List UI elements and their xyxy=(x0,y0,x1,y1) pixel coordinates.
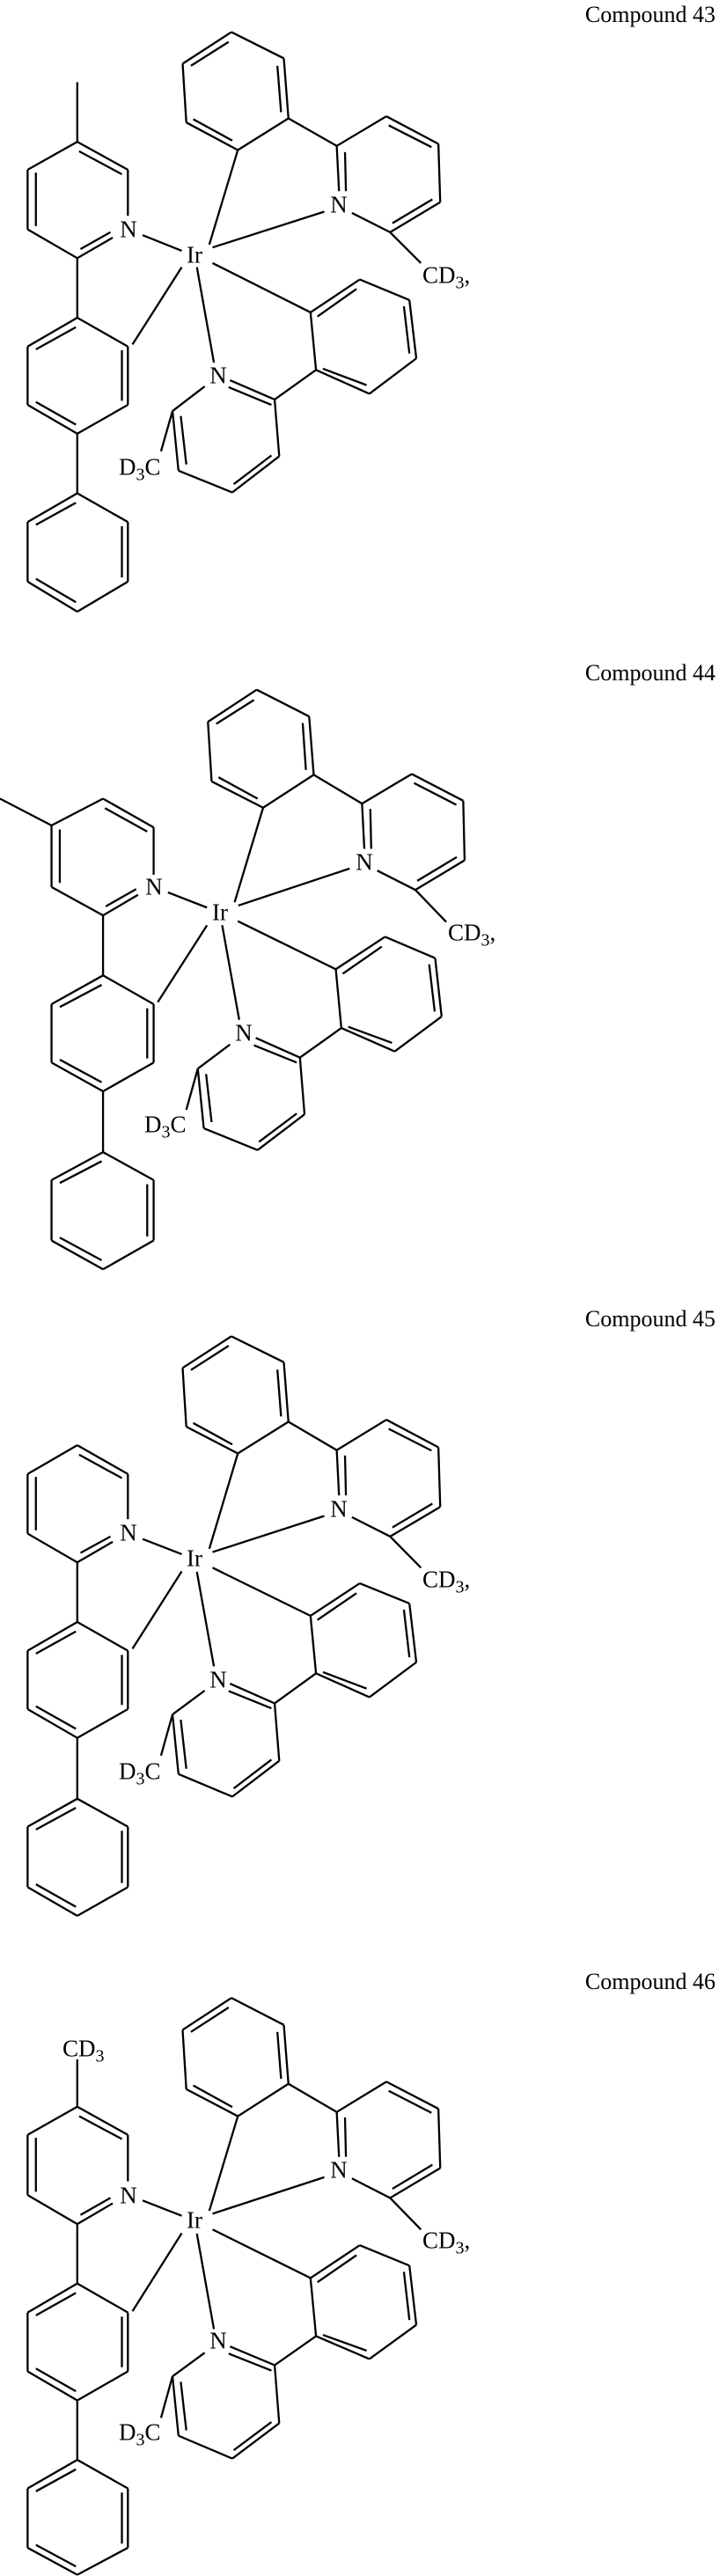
nitrogen-atom-left: N xyxy=(120,2182,137,2209)
d3c-subscript: 3 xyxy=(136,465,145,485)
lower-right-phenyl-ring xyxy=(300,936,442,1057)
nitrogen-atom-top: N xyxy=(330,2156,348,2183)
left-pyridine-ring xyxy=(27,1445,128,1622)
compound-43-panel: Compound 43 N Ir N N CD3, D3C xyxy=(0,0,719,642)
nitrogen-atom-top: N xyxy=(330,191,348,218)
iridium-atom: Ir xyxy=(187,241,202,268)
left-cd3-subscript: 3 xyxy=(95,2046,105,2066)
cd3-group-label: CD3, xyxy=(422,261,471,292)
cd3-comma: , xyxy=(464,261,471,289)
left-pyridine-ring xyxy=(0,798,154,975)
nitrogen-atom-bottom: N xyxy=(235,1019,253,1046)
lower-right-phenyl-ring xyxy=(275,1583,416,1703)
nitrogen-atom-left: N xyxy=(120,1519,137,1546)
top-pyridine-ring xyxy=(289,116,440,263)
top-phenyl-ring xyxy=(183,1336,289,1453)
top-phenyl-ring xyxy=(183,1998,289,2116)
left-cd3-text: CD xyxy=(62,2035,96,2062)
nitrogen-atom-left: N xyxy=(120,216,137,243)
ir-bonds xyxy=(133,150,325,362)
iridium-atom: Ir xyxy=(187,2206,202,2234)
cd3-comma: , xyxy=(464,1566,471,1593)
cd3-comma: , xyxy=(464,2227,471,2254)
cd3-comma: , xyxy=(489,919,496,946)
iridium-atom: Ir xyxy=(212,899,228,926)
compound-label: Compound 45 xyxy=(584,1306,715,1332)
left-pyridine-ring xyxy=(27,2059,128,2284)
d3c-d-text: D xyxy=(119,453,136,481)
cd3-subscript: 3 xyxy=(455,2238,465,2258)
bottom-phenyl-ring xyxy=(27,493,128,612)
d3c-d-text: D xyxy=(144,1111,162,1138)
lower-pyridine-ring xyxy=(161,2346,279,2458)
cd3-group-label: CD3, xyxy=(422,2227,471,2257)
lower-right-phenyl-ring xyxy=(275,2245,416,2365)
d3c-subscript: 3 xyxy=(136,2430,145,2450)
bottom-phenyl-ring xyxy=(27,2460,128,2575)
nitrogen-atom-bottom: N xyxy=(209,362,227,389)
compound-45-structure xyxy=(0,1285,719,1927)
top-phenyl-ring xyxy=(183,32,289,150)
middle-phenylene-ring xyxy=(27,318,128,493)
top-pyridine-ring xyxy=(289,2081,440,2229)
cd3-text: CD xyxy=(422,261,456,289)
middle-phenylene-ring xyxy=(27,1622,128,1799)
compound-45-panel: Compound 45 N Ir N N CD3, D3C xyxy=(0,1285,719,1927)
d3c-group-label: D3C xyxy=(119,1758,161,1788)
d3c-c-text: C xyxy=(170,1111,187,1138)
nitrogen-atom-top: N xyxy=(330,1495,348,1523)
top-pyridine-ring xyxy=(313,774,464,921)
d3c-group-label: D3C xyxy=(119,2418,161,2449)
cd3-subscript: 3 xyxy=(455,1577,465,1597)
d3c-subscript: 3 xyxy=(136,1769,145,1789)
d3c-d-text: D xyxy=(119,2418,136,2446)
d3c-c-text: C xyxy=(144,453,161,481)
ir-bonds xyxy=(158,808,349,1020)
compound-label: Compound 43 xyxy=(584,2,715,27)
compound-43-structure xyxy=(0,0,719,642)
d3c-subscript: 3 xyxy=(161,1122,171,1142)
lower-pyridine-ring xyxy=(161,1684,279,1796)
bottom-phenyl-ring xyxy=(52,1152,154,1269)
compound-44-structure xyxy=(0,642,719,1285)
cd3-text: CD xyxy=(422,1566,456,1593)
d3c-group-label: D3C xyxy=(119,453,161,484)
d3c-c-text: C xyxy=(144,1758,161,1785)
d3c-group-label: D3C xyxy=(144,1111,187,1141)
top-pyridine-ring xyxy=(289,1420,440,1567)
compound-label: Compound 46 xyxy=(584,1969,715,1994)
lower-pyridine-ring xyxy=(161,380,279,493)
nitrogen-atom-bottom: N xyxy=(209,2327,227,2354)
middle-phenylene-ring xyxy=(27,2284,128,2460)
nitrogen-atom-bottom: N xyxy=(209,1666,227,1693)
d3c-c-text: C xyxy=(144,2418,161,2446)
compound-44-panel: Compound 44 N Ir N N CD3, D3C xyxy=(0,642,719,1285)
nitrogen-atom-top: N xyxy=(356,848,373,876)
ir-bonds xyxy=(133,1453,325,1666)
top-phenyl-ring xyxy=(208,690,313,808)
cd3-group-label: CD3, xyxy=(448,919,496,950)
cd3-text: CD xyxy=(422,2227,456,2254)
compound-label: Compound 44 xyxy=(584,660,715,686)
compound-46-panel: Compound 46 CD3 N Ir N N CD3, D3C xyxy=(0,1927,719,2576)
cd3-subscript: 3 xyxy=(455,273,465,293)
iridium-atom: Ir xyxy=(187,1545,202,1572)
lower-pyridine-ring xyxy=(187,1038,304,1150)
nitrogen-atom-left: N xyxy=(145,873,163,900)
left-cd3-group-label: CD3 xyxy=(62,2035,105,2066)
bottom-phenyl-ring xyxy=(27,1799,128,1916)
ir-bonds xyxy=(133,2117,325,2330)
lower-right-phenyl-ring xyxy=(275,280,416,400)
left-pyridine-ring xyxy=(27,82,128,318)
cd3-text: CD xyxy=(448,919,481,946)
cd3-group-label: CD3, xyxy=(422,1566,471,1596)
d3c-d-text: D xyxy=(119,1758,136,1785)
middle-phenylene-ring xyxy=(52,975,154,1152)
compound-46-structure xyxy=(0,1927,719,2576)
cd3-subscript: 3 xyxy=(481,930,490,950)
